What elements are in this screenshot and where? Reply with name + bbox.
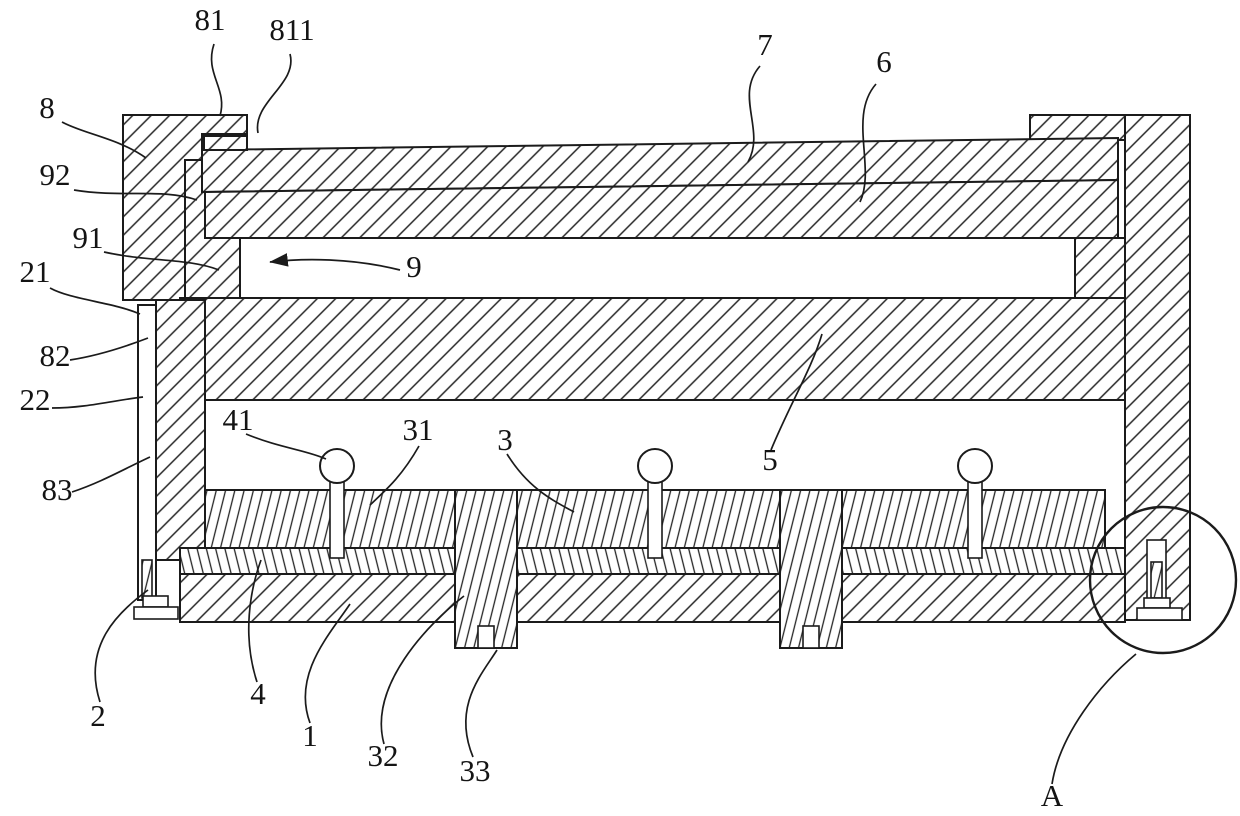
leader-2 bbox=[94, 589, 149, 703]
left-thin-strip bbox=[155, 299, 206, 561]
label-4: 4 bbox=[250, 676, 266, 711]
leader-3 bbox=[506, 453, 575, 513]
label-8: 8 bbox=[39, 90, 55, 125]
label-81: 81 bbox=[195, 2, 226, 37]
pin-stem bbox=[967, 475, 983, 559]
label-3: 3 bbox=[497, 422, 513, 457]
leader-82 bbox=[69, 337, 149, 361]
leader-22 bbox=[51, 396, 144, 409]
leader-21 bbox=[49, 287, 141, 315]
right-foot-upper bbox=[1143, 597, 1171, 609]
label-7: 7 bbox=[757, 27, 773, 62]
left-tube bbox=[137, 304, 157, 601]
label-a: A bbox=[1041, 778, 1064, 813]
right-wall bbox=[1124, 114, 1191, 621]
label-22: 22 bbox=[20, 382, 51, 417]
leader-811 bbox=[256, 53, 292, 134]
clamp-step bbox=[203, 135, 248, 151]
leader-81 bbox=[210, 43, 223, 117]
leader-9-arrow bbox=[269, 253, 401, 271]
leader-7 bbox=[747, 65, 761, 163]
left-leg bbox=[454, 489, 518, 649]
dome-bump bbox=[637, 448, 673, 484]
leader-41 bbox=[245, 433, 327, 460]
bottom-plate bbox=[179, 573, 1126, 623]
leader-6 bbox=[859, 83, 877, 203]
label-6: 6 bbox=[876, 44, 892, 79]
label-41: 41 bbox=[223, 402, 254, 437]
label-811: 811 bbox=[269, 12, 314, 47]
label-2: 2 bbox=[90, 698, 106, 733]
left-foot-upper bbox=[142, 595, 169, 608]
label-33: 33 bbox=[460, 753, 491, 788]
label-91: 91 bbox=[73, 220, 104, 255]
pin-stem bbox=[329, 475, 345, 559]
right-foot-lower bbox=[1136, 607, 1183, 621]
thick-layer bbox=[179, 297, 1126, 401]
label-9: 9 bbox=[406, 249, 422, 284]
label-83: 83 bbox=[42, 472, 73, 507]
right-leg bbox=[779, 489, 843, 649]
leader-31 bbox=[369, 445, 420, 506]
leader-92 bbox=[73, 189, 198, 201]
dome-bump bbox=[957, 448, 993, 484]
left-foot-lower bbox=[133, 606, 179, 620]
dome-bump bbox=[319, 448, 355, 484]
right-lip bbox=[1029, 114, 1126, 141]
leader-83 bbox=[71, 456, 151, 493]
label-21: 21 bbox=[20, 254, 51, 289]
label-5: 5 bbox=[762, 442, 778, 477]
leader-1 bbox=[304, 603, 351, 724]
leader-91 bbox=[103, 251, 220, 271]
leader-33 bbox=[464, 649, 498, 758]
detail-circle-a bbox=[1088, 505, 1238, 655]
label-31: 31 bbox=[403, 412, 434, 447]
cavity-right-block bbox=[1074, 237, 1126, 301]
leader-5 bbox=[770, 333, 823, 451]
pin-stem bbox=[647, 475, 663, 559]
right-screw bbox=[1150, 561, 1163, 599]
leader-4 bbox=[247, 559, 262, 683]
parts-layer bbox=[122, 114, 1238, 655]
leader-8 bbox=[61, 121, 147, 159]
label-82: 82 bbox=[40, 338, 71, 373]
left-screw bbox=[141, 559, 153, 599]
leader-a bbox=[1051, 653, 1137, 785]
label-92: 92 bbox=[40, 157, 71, 192]
label-32: 32 bbox=[368, 738, 399, 773]
label-1: 1 bbox=[302, 718, 318, 753]
leader-32 bbox=[380, 595, 465, 745]
left-leg-notch bbox=[477, 625, 495, 649]
leader-lines bbox=[49, 43, 1137, 785]
right-leg-notch bbox=[802, 625, 820, 649]
reference-numerals: 81 811 7 6 8 92 91 9 21 82 22 83 2 4 1 3… bbox=[20, 2, 1064, 813]
